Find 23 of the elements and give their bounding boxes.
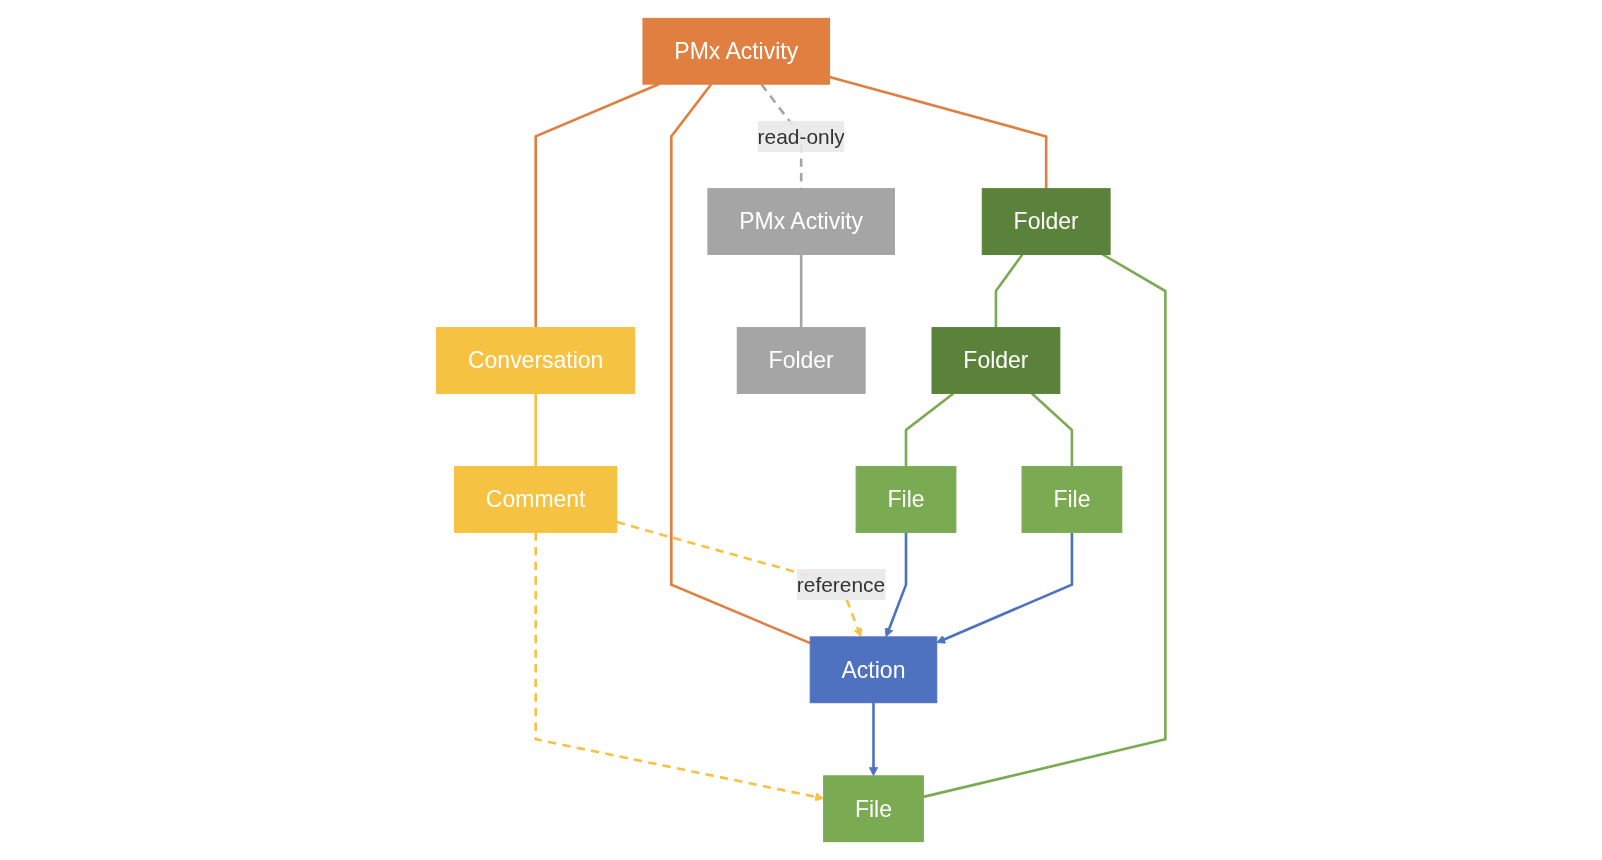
connector	[904, 392, 955, 467]
connector	[994, 253, 1024, 328]
node-box: Conversation	[436, 327, 636, 394]
edge-label: reference	[796, 573, 886, 597]
arrow	[868, 702, 879, 777]
connector	[923, 253, 1167, 799]
node-box: Comment	[454, 466, 618, 533]
node-box: Action	[809, 636, 938, 704]
connector	[799, 254, 803, 328]
node-box: Folder	[931, 327, 1061, 394]
connector	[829, 75, 1048, 189]
node-box: File	[1021, 466, 1123, 533]
node-box: Folder	[981, 188, 1111, 255]
arrow	[884, 532, 908, 638]
node-box: PMx Activity	[707, 188, 895, 255]
node-box: File	[855, 466, 957, 533]
node-box: PMx Activity	[642, 17, 831, 85]
node-box: File	[823, 775, 924, 843]
node-box: Folder	[736, 327, 866, 394]
edge-label: read-only	[757, 124, 845, 148]
connector	[534, 393, 537, 467]
arrow	[936, 532, 1074, 644]
connector	[1031, 392, 1074, 467]
